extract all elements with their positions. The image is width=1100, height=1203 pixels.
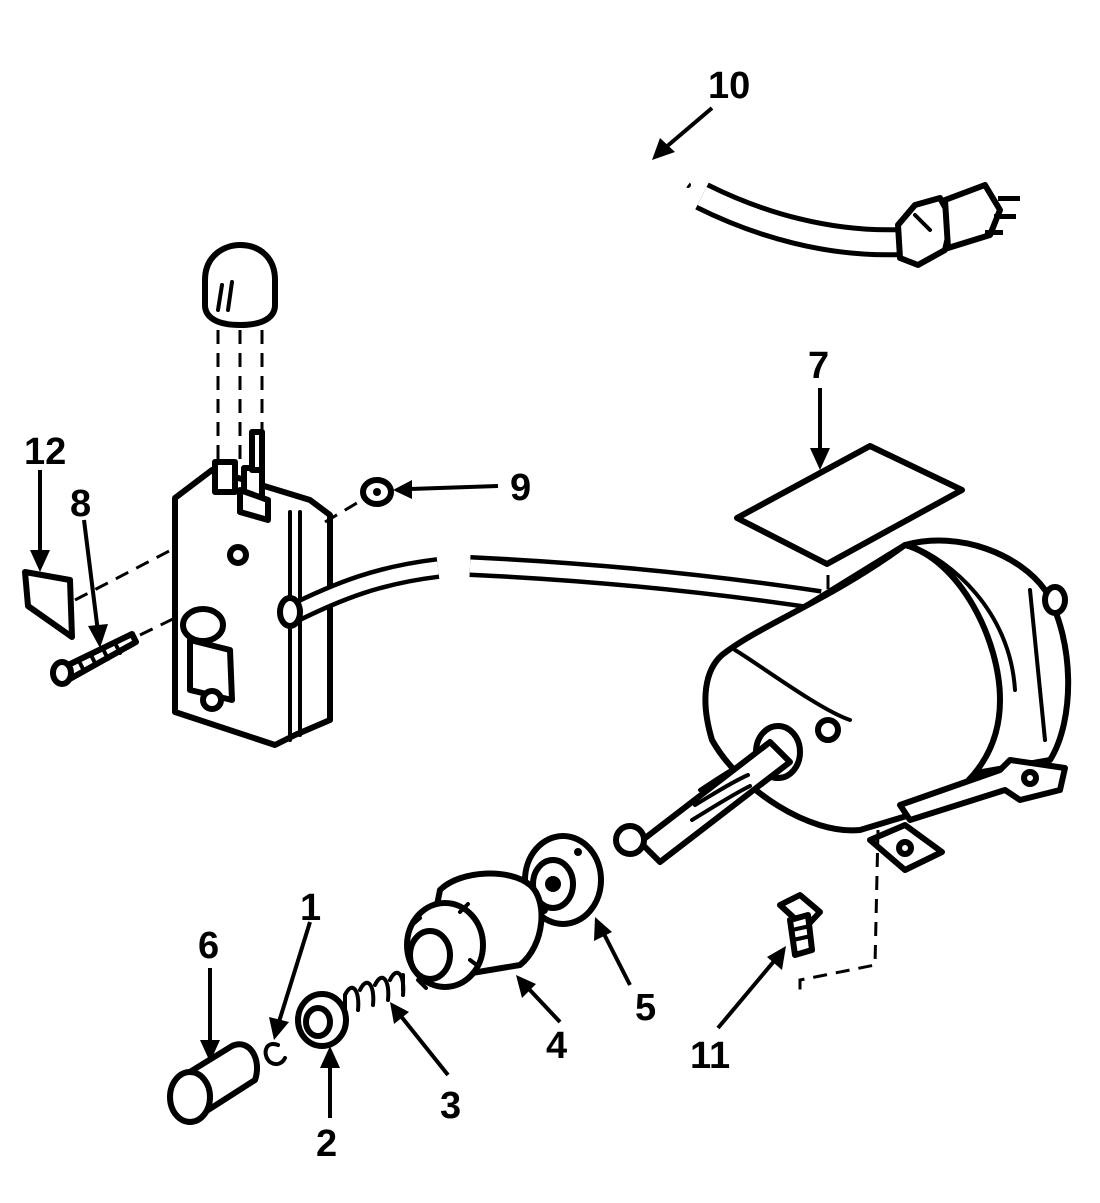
- callout-8: 8: [70, 483, 91, 525]
- callout-9: 9: [510, 467, 531, 509]
- callout-5: 5: [635, 987, 656, 1029]
- callout-7: 7: [808, 345, 829, 387]
- callout-1: 1: [300, 887, 321, 929]
- plug-prong: [998, 196, 1020, 201]
- callout-3: 3: [440, 1085, 461, 1127]
- screw-8: [50, 631, 139, 687]
- starter-motor: [613, 537, 1072, 873]
- callout-10: 10: [708, 65, 750, 107]
- switch-box: [172, 429, 333, 748]
- screw-11: [777, 892, 823, 958]
- callout-4: 4: [546, 1025, 567, 1067]
- callout-6: 6: [198, 925, 219, 967]
- decal-12: [22, 569, 75, 640]
- pinion-gear-4: [404, 870, 545, 990]
- plug-prong: [994, 214, 1016, 219]
- retaining-ring-1: [263, 1042, 287, 1067]
- callout-11: 11: [690, 1035, 730, 1077]
- cap-6: [167, 1041, 260, 1125]
- decal-7: [734, 443, 965, 567]
- callout-2: 2: [316, 1123, 337, 1165]
- plug-prong: [985, 230, 1003, 235]
- leader-lines: [30, 106, 830, 1118]
- power-cord: [202, 68, 1020, 328]
- callout-12: 12: [24, 431, 66, 473]
- motor-cable: [277, 555, 822, 629]
